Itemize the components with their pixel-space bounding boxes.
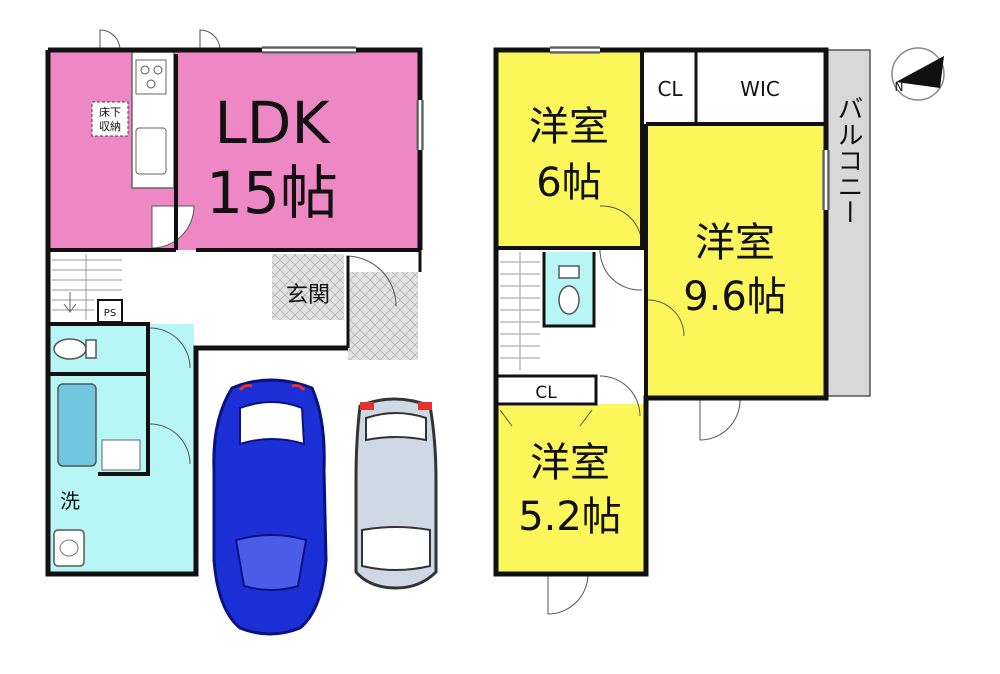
floor-storage [91, 101, 129, 137]
compass-icon: N [891, 47, 945, 101]
wash-label: 洗 [60, 489, 80, 513]
ldk-size-label: 15帖 [206, 159, 338, 227]
first-floor: LDK 15帖 床下 収納 玄関 PS 洗 [45, 29, 438, 636]
bedroom-5-2-label: 洋室 [530, 440, 610, 486]
floor-storage-label-1: 床下 [99, 105, 121, 119]
closet-top [644, 50, 696, 124]
walk-in-closet [696, 50, 824, 124]
ldk-room [48, 50, 420, 250]
second-floor: 洋室 6帖 洋室 9.6帖 洋室 5.2帖 CL WIC CL バルコニー [493, 46, 871, 615]
closet-bottom [500, 376, 594, 406]
bathtub [57, 383, 97, 467]
car-silver [354, 397, 438, 590]
bedroom-6 [496, 50, 642, 248]
entrance-porch [348, 272, 418, 360]
kitchen-sink [135, 127, 167, 175]
bedroom-6-label: 洋室 [529, 104, 609, 150]
car-blue [212, 378, 328, 636]
floor-storage-label-2: 収納 [99, 120, 121, 133]
bedroom-9-6-label: 洋室 [695, 220, 775, 266]
closet-top-label: CL [657, 77, 683, 101]
bedroom-5-2-size: 5.2帖 [518, 494, 622, 540]
bedroom-9-6 [646, 126, 824, 398]
stairs-1f [52, 254, 122, 320]
bedroom-6-size: 6帖 [536, 160, 601, 206]
stove [135, 59, 167, 95]
wash-corridor [148, 324, 194, 476]
genkan-label: 玄関 [286, 283, 330, 308]
wic-label: WIC [740, 77, 780, 101]
genkan-floor [272, 254, 344, 320]
stairs-2f [500, 252, 540, 370]
ldk-label: LDK [214, 89, 331, 157]
balcony-label: バルコニー [833, 95, 863, 225]
toilet-fixture [53, 338, 87, 360]
bedroom-9-6-size: 9.6帖 [683, 274, 787, 320]
bedroom-5-2 [496, 404, 644, 574]
compass-north-label: N [895, 80, 904, 94]
ps-label: PS [104, 308, 116, 319]
balcony [825, 49, 871, 397]
closet-bottom-label: CL [535, 383, 557, 403]
